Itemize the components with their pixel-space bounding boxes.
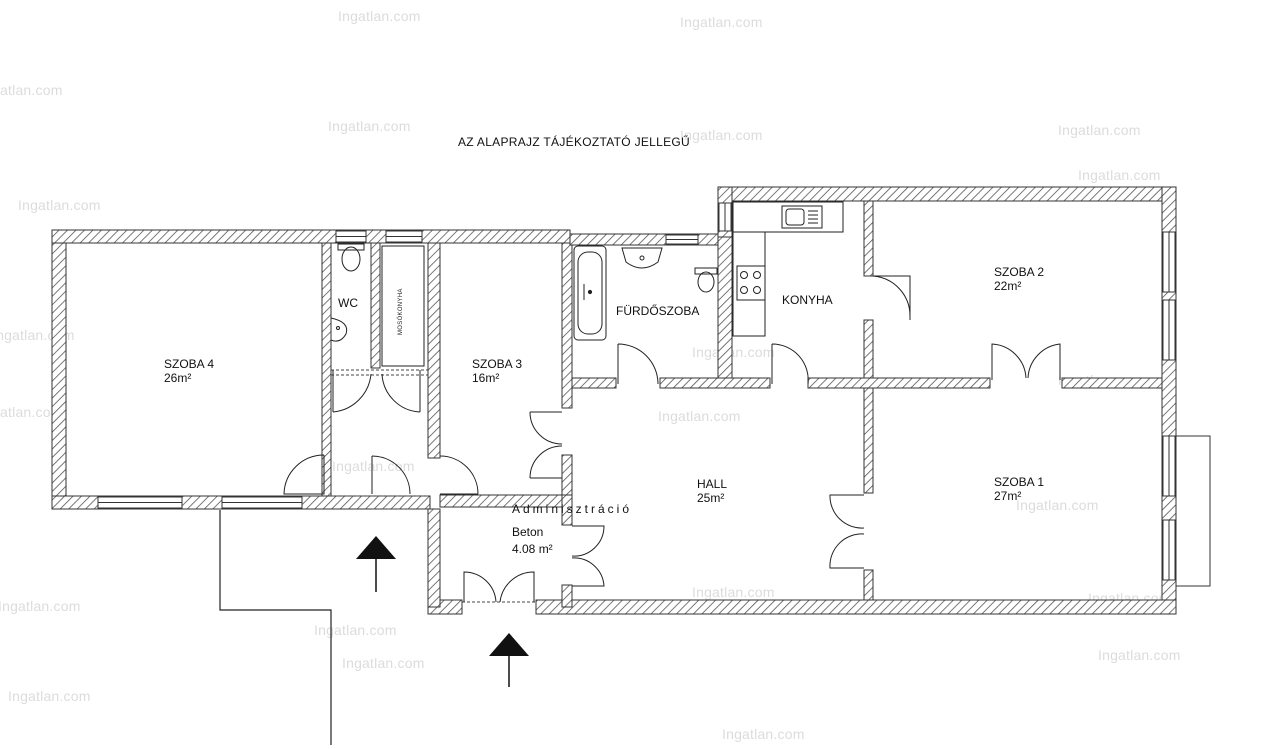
room-label-szoba2: SZOBA 2 [994,265,1045,279]
watermark: Ingatlan.com [1016,497,1099,513]
fixtures [330,201,844,367]
door-entrance-double [463,571,535,603]
sink-icon [621,247,663,269]
kitchen-counter [732,201,844,337]
room-label-konyha: KONYHA [782,293,833,307]
watermark: Ingatlan.com [692,344,775,360]
access-path [219,510,332,745]
door-bathroom [617,343,659,385]
door-kitchen [771,343,809,385]
stove-icon [736,265,766,301]
disclaimer-note: AZ ALAPRAJZ TÁJÉKOZTATÓ JELLEGŰ [458,135,691,149]
room-area-szoba1: 27m² [994,489,1022,503]
watermark: Ingatlan.com [680,14,763,30]
watermark: Ingatlan.com [332,458,415,474]
door-szoba2-double [991,343,1061,380]
door-szoba3-double [529,411,563,479]
door-admin [571,525,605,587]
entrance-arrow-icon [356,536,396,592]
bathtub-icon [573,245,607,341]
room-label-hall: HALL [697,477,728,491]
room-area-szoba2: 22m² [994,279,1022,293]
kitchen-sink-icon [781,205,823,229]
washing-machine-icon [381,245,425,367]
room-label-mosokonyha: MOSÓKONYHA [398,288,404,335]
room-label-furdoszoba: FÜRDŐSZOBA [616,304,700,318]
watermark: Ingatlan.com [328,118,411,134]
watermark: Ingatlan.com [1058,122,1141,138]
watermark: Ingatlan.com [722,726,805,742]
sink-icon [330,317,348,342]
door-hallway [371,455,411,495]
windows [97,202,1176,581]
door-szoba2-kitchen [872,275,911,320]
room-label-wc: WC [338,296,358,310]
watermark: Ingatlan.com [0,82,63,98]
watermark: Ingatlan.com [314,622,397,638]
room-floor-entry: Beton [512,525,544,539]
room-label-admin: Adminisztráció [512,502,633,516]
door-wc [332,370,372,413]
door-szoba1-double [829,494,865,569]
room-area-entry: 4.08 m² [512,542,553,556]
watermark: Ingatlan.com [1078,167,1161,183]
door-szoba3 [439,455,479,495]
watermark: Ingatlan.com [342,655,425,671]
watermark: Ingatlan.com [658,408,741,424]
door-szoba4 [283,454,325,495]
room-area-hall: 25m² [697,491,725,505]
door-mosokonyha [381,370,421,413]
room-label-szoba3: SZOBA 3 [472,357,523,371]
watermark: Ingatlan.com [680,127,763,143]
room-area-szoba4: 26m² [164,371,192,385]
room-label-szoba1: SZOBA 1 [994,475,1045,489]
room-area-szoba3: 16m² [472,371,500,385]
watermark: Ingatlan.com [0,598,81,614]
room-label-szoba4: SZOBA 4 [164,357,215,371]
doors [283,275,1061,603]
entrance-arrow-icon [489,633,529,687]
toilet-icon [337,243,365,272]
opening-lines [331,369,536,603]
watermark: Ingatlan.com [338,8,421,24]
toilet-icon [694,267,718,293]
watermark: Ingatlan.com [1098,647,1181,663]
watermark: Ingatlan.com [8,688,91,704]
watermark: Ingatlan.com [18,197,101,213]
watermark: Ingatlan.com [692,584,775,600]
balcony [1176,435,1211,587]
watermark: Ingatlan.com [0,404,63,420]
